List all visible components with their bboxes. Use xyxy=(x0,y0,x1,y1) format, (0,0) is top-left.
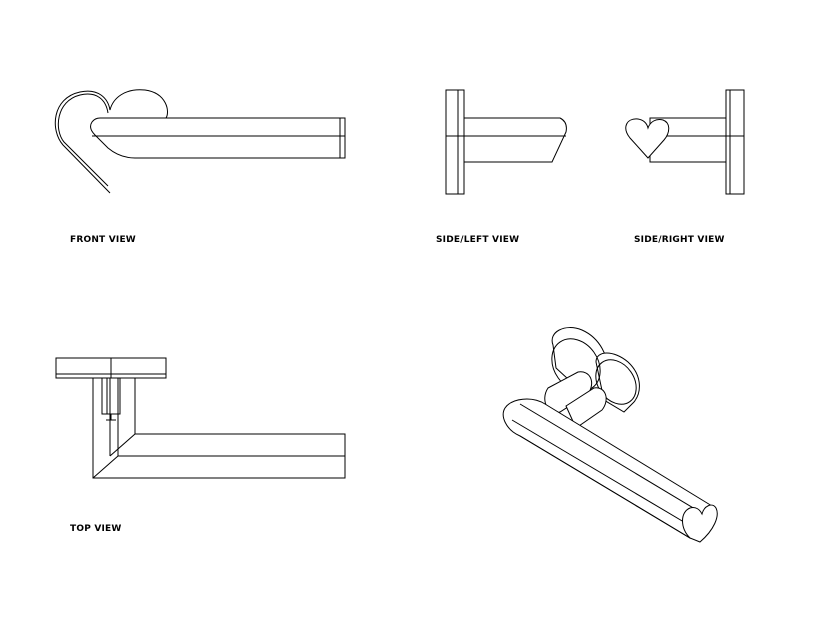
front-view-drawing xyxy=(54,89,346,194)
iso-lever-mid-line xyxy=(511,419,695,529)
front-heart-outline xyxy=(54,89,168,194)
top-lever-mid-diag xyxy=(92,455,119,479)
side-right-rose xyxy=(725,89,745,195)
iso-neck-lower xyxy=(565,387,607,429)
iso-rose-front-lobe xyxy=(595,352,640,413)
top-spindle xyxy=(101,377,121,415)
top-lever-inner-diag xyxy=(109,433,136,457)
side-left-lever xyxy=(463,117,567,163)
side-left-view-drawing xyxy=(445,89,567,195)
iso-lever-bottom-line xyxy=(519,435,691,539)
front-lever-bar xyxy=(90,117,346,159)
side-left-view-label: SIDE/LEFT VIEW xyxy=(436,235,520,245)
iso-lever-heart-end xyxy=(682,504,718,543)
front-heart-inner xyxy=(57,93,109,187)
side-right-view-drawing xyxy=(625,89,745,195)
front-view-label: FRONT VIEW xyxy=(70,235,136,245)
side-right-view-label: SIDE/RIGHT VIEW xyxy=(634,235,725,245)
top-view-label: TOP VIEW xyxy=(70,524,122,534)
top-view-drawing xyxy=(55,357,346,479)
side-left-rose xyxy=(445,89,465,195)
isometric-view-drawing xyxy=(502,327,718,543)
top-lever-outline xyxy=(92,378,346,479)
iso-lever-top-line xyxy=(519,403,701,513)
side-right-heart xyxy=(625,118,670,159)
iso-rose-back-face xyxy=(551,338,601,392)
